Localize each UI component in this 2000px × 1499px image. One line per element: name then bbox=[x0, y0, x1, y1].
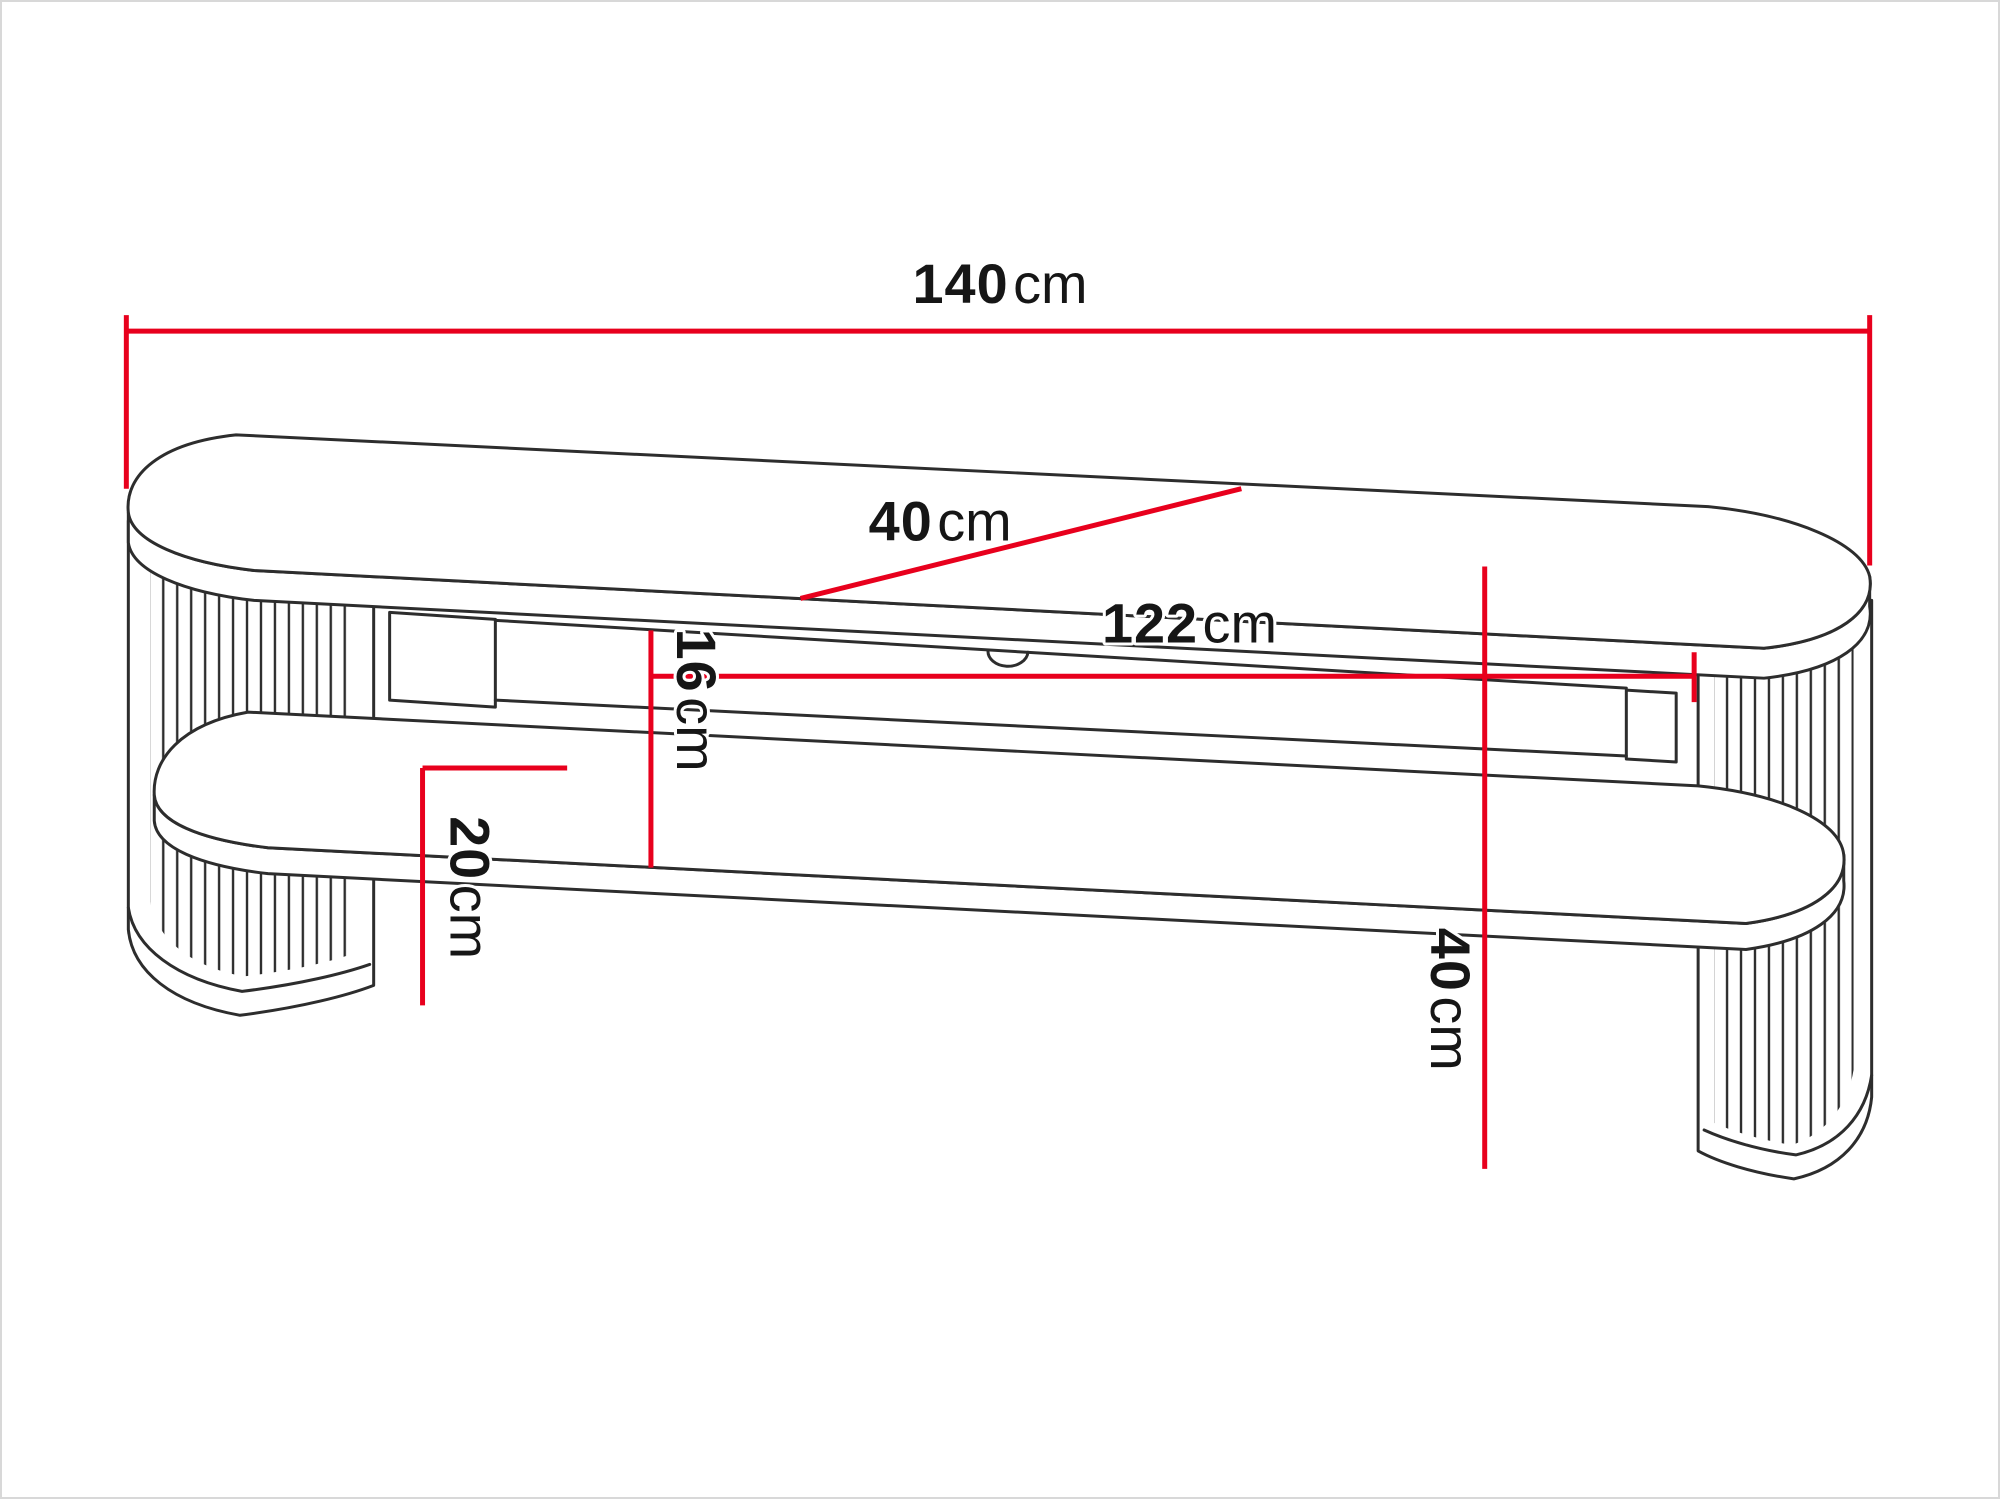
dim-total-height-value: 40 bbox=[1419, 928, 1482, 992]
dim-total-height-label: 40 cm bbox=[1419, 928, 1482, 1071]
dim-leg-height-unit: cm bbox=[438, 885, 501, 959]
dim-depth-unit: cm bbox=[937, 490, 1011, 553]
shelf bbox=[152, 710, 1846, 951]
top-surface bbox=[126, 433, 1872, 650]
left-leg-inner-rim bbox=[126, 906, 372, 993]
right-vent-opening bbox=[1624, 688, 1678, 764]
shelf-top-surface bbox=[152, 710, 1846, 926]
cable-hole bbox=[986, 648, 1030, 668]
dim-shelf-width-value: 122 bbox=[1102, 591, 1198, 654]
table-top bbox=[126, 433, 1872, 680]
dim-compartment-height-value: 16 bbox=[665, 629, 728, 693]
dim-total-height-unit: cm bbox=[1419, 996, 1482, 1070]
right-leg-inner-rim bbox=[1702, 1073, 1874, 1157]
dim-leg-height-label: 20 cm bbox=[438, 816, 501, 959]
dim-shelf-width-label: 122 cm bbox=[1102, 591, 1277, 654]
dim-depth-line bbox=[799, 486, 1242, 601]
left-vent-opening bbox=[388, 610, 497, 709]
compartment-back-bottom-line bbox=[493, 698, 1628, 758]
dim-shelf-width-unit: cm bbox=[1203, 591, 1277, 654]
dim-depth-label: 40 cm bbox=[869, 490, 1012, 553]
dim-width-value: 140 bbox=[912, 252, 1008, 315]
tv-stand-drawing bbox=[126, 433, 1874, 1181]
dimension-lines bbox=[123, 315, 1873, 1169]
dim-leg-height-value: 20 bbox=[438, 816, 501, 880]
dimension-labels: 140 cm 40 cm 122 cm 16 cm 20 cm 40 cm bbox=[435, 249, 1484, 1074]
dim-width-unit: cm bbox=[1013, 252, 1087, 315]
dim-compartment-height-label: 16 cm bbox=[665, 629, 728, 772]
dim-depth-value: 40 bbox=[869, 490, 933, 553]
dim-compartment-height-unit: cm bbox=[665, 697, 728, 771]
dim-width-label: 140 cm bbox=[912, 252, 1087, 315]
